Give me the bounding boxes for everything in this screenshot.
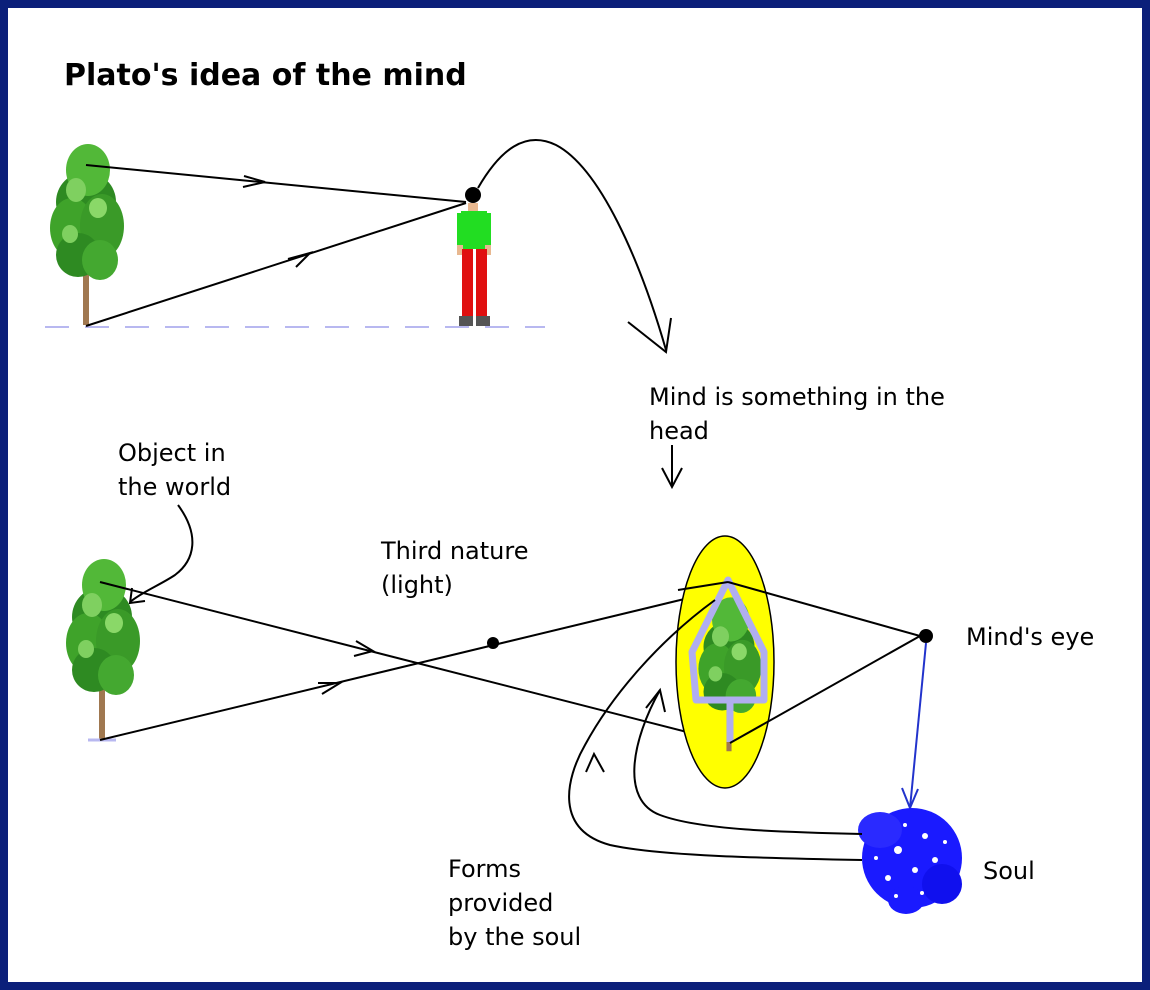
light-ray-top-to-bottom bbox=[99, 581, 731, 744]
form-curve-inner bbox=[633, 689, 863, 835]
minds-eye-icon bbox=[919, 629, 933, 643]
curved-arrow-to-mind bbox=[477, 139, 667, 351]
eye-line-top bbox=[727, 581, 921, 637]
soul-icon bbox=[858, 808, 962, 914]
eye-line-bottom bbox=[729, 635, 921, 744]
pointer-arrow-object bbox=[129, 504, 194, 603]
form-outline bbox=[688, 576, 768, 742]
sight-line-top bbox=[85, 164, 467, 203]
tree-icon bbox=[64, 557, 142, 742]
label-soul: Soul bbox=[983, 857, 1035, 885]
eye-to-soul-arrow bbox=[909, 642, 927, 809]
label-mind-in-head: Mind is something in the head bbox=[649, 383, 945, 445]
label-object-in-world: Object in the world bbox=[118, 439, 232, 501]
label-forms-provided: Forms provided by the soul bbox=[448, 855, 582, 951]
focal-point bbox=[487, 637, 499, 649]
diagram-title: Plato's idea of the mind bbox=[64, 58, 467, 93]
person-icon bbox=[457, 187, 491, 326]
label-third-nature: Third nature (light) bbox=[381, 537, 529, 599]
light-ray-bottom-to-top bbox=[99, 587, 731, 741]
form-curve-outer bbox=[568, 599, 863, 861]
tree-icon bbox=[48, 142, 126, 327]
label-minds-eye: Mind's eye bbox=[966, 623, 1095, 651]
sight-line-bottom bbox=[85, 202, 467, 327]
